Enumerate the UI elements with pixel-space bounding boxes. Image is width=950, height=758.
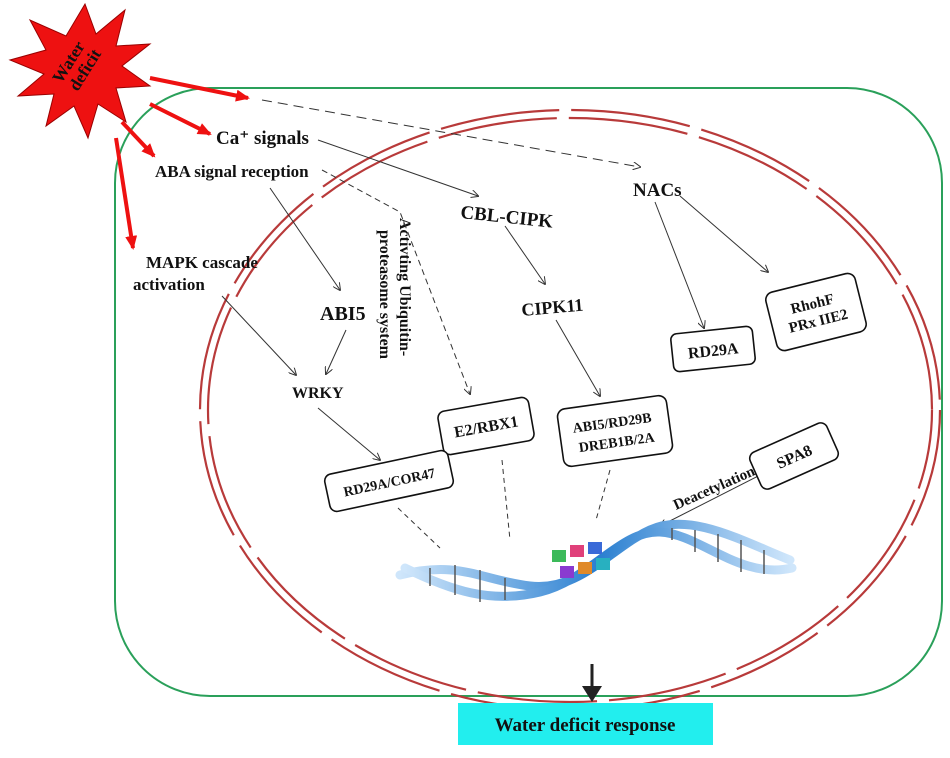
arrow-wrky-to-rd29a-cor47 — [317, 407, 380, 460]
box-rd29a-cor47: RD29A/COR47 — [323, 449, 455, 513]
mapk-line1: MAPK cascade — [146, 253, 258, 272]
deacetylation-label: Deacetylation — [671, 463, 758, 513]
connector-rd29a-cor47-dna — [397, 507, 441, 549]
ubiquitin-line2: proteasome system — [376, 230, 393, 360]
abi5-label: ABI5 — [320, 303, 366, 325]
connector-abi5-dna — [595, 469, 611, 521]
red-arrow-to-membrane — [149, 76, 250, 102]
wrky-label: WRKY — [292, 385, 344, 402]
cell-membrane — [114, 87, 943, 697]
svg-text:RD29A: RD29A — [687, 340, 740, 362]
arrow-mapk-to-wrky — [221, 295, 296, 375]
nuclear-envelope-outer — [198, 108, 942, 712]
dna-helix — [395, 519, 797, 602]
arrow-nacs-to-rd29a — [654, 201, 704, 328]
output-arrowhead — [582, 686, 602, 702]
red-arrow-to-aba — [120, 120, 156, 158]
output-box — [458, 703, 713, 745]
mapk-label: MAPK cascade activation — [133, 253, 262, 294]
calcium-signals-label: Ca⁺ signals — [216, 128, 309, 149]
arrow-calcium-to-cbl — [317, 139, 478, 196]
red-arrow-to-calcium — [149, 102, 212, 136]
ubiquitin-label: Activting Ubiquitin- proteasome system — [376, 218, 413, 360]
aba-signal-label: ABA signal reception — [155, 162, 309, 181]
arrow-abi5-to-wrky — [326, 329, 347, 374]
box-rhohf-prx: RhohF PRx IIE2 — [765, 272, 867, 352]
output-label: Water deficit response — [495, 715, 676, 736]
red-arrow-to-mapk — [114, 137, 138, 250]
dashed-arrow-aba-to-e2 — [321, 169, 470, 394]
box-spa8: SPA8 — [748, 422, 840, 490]
arrow-spa8-to-dna — [660, 469, 771, 526]
cipk11-label: CIPK11 — [521, 295, 585, 320]
ubiquitin-line1: Activting Ubiquitin- — [396, 218, 413, 356]
arrow-cipk11-to-abi5-rd29b — [555, 319, 600, 396]
box-abi5-rd29b: ABI5/RD29B DREB1B/2A — [556, 394, 674, 468]
water-deficit-starburst: Water deficit — [8, 2, 152, 140]
box-e2-rbx1: E2/RBX1 — [437, 396, 535, 456]
mapk-line2: activation — [133, 275, 205, 294]
arrow-cbl-to-cipk11 — [504, 225, 545, 284]
arrow-aba-to-abi5 — [269, 187, 340, 290]
connector-e2-dna — [501, 459, 511, 541]
nuclear-envelope-inner — [206, 116, 934, 704]
box-rd29a: RD29A — [670, 325, 756, 373]
nacs-label: NACs — [633, 180, 682, 201]
arrow-nacs-to-rhohf — [679, 195, 768, 272]
